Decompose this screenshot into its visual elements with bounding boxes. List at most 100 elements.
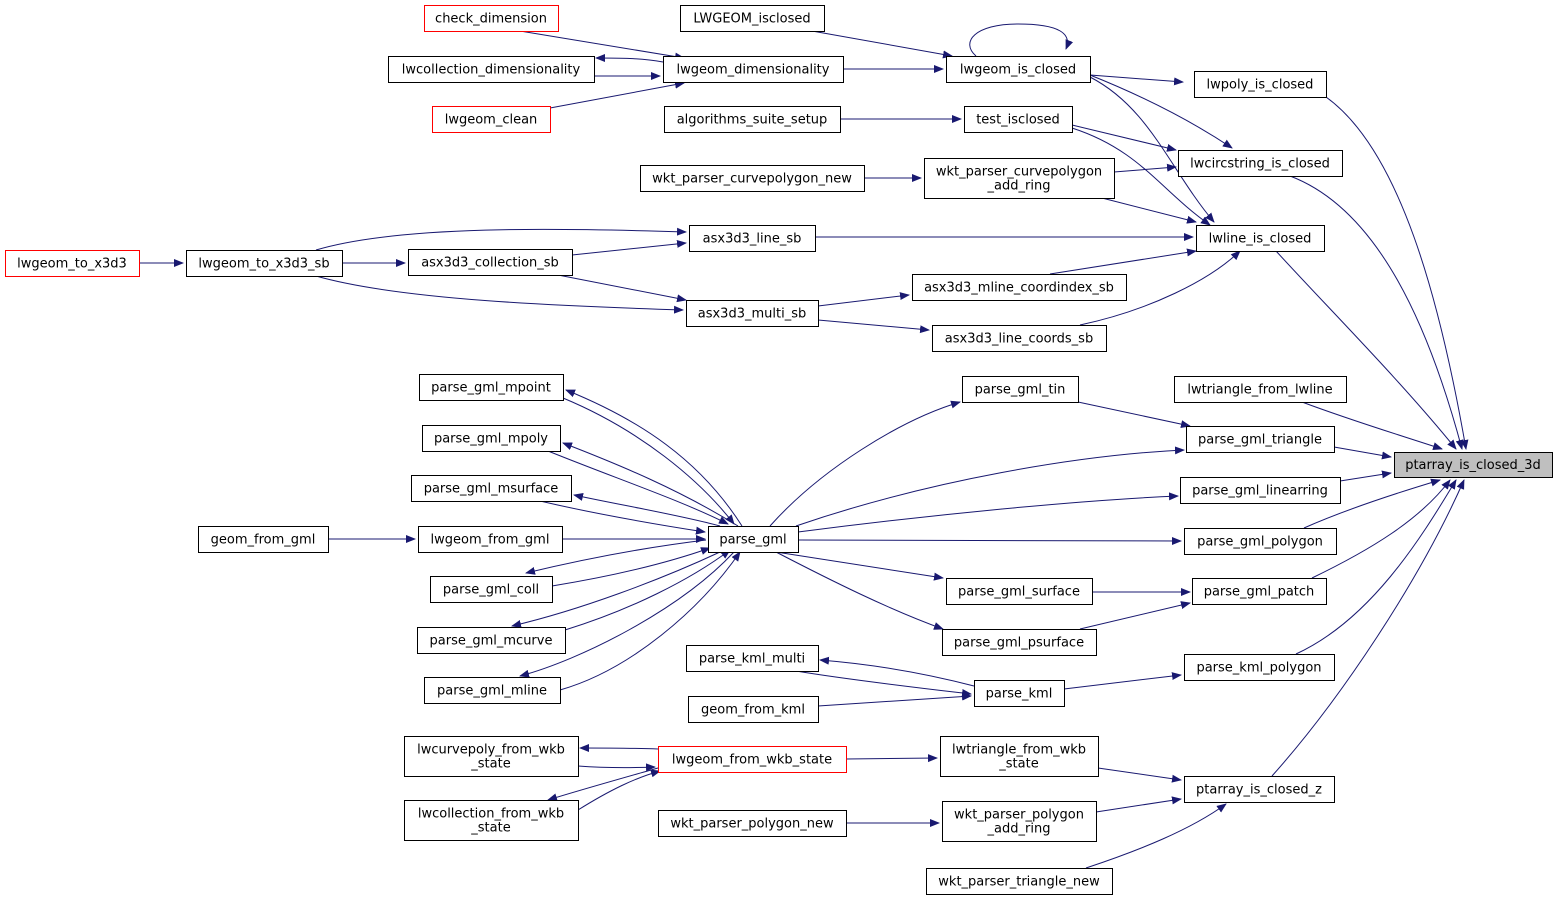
node-lwgeom_to_x3d3[interactable]: lwgeom_to_x3d3: [5, 250, 140, 277]
call-edge-parse_kml-to-parse_kml_polygon: [1063, 672, 1182, 690]
call-edge-parse_gml-to-parse_gml_tin: [769, 400, 961, 527]
node-parse_gml_mpoly[interactable]: parse_gml_mpoly: [422, 425, 561, 452]
call-edge-check_dimension-to-lwgeom_dimensionality: [519, 30, 685, 61]
node-parse_gml_mpoint[interactable]: parse_gml_mpoint: [419, 374, 564, 401]
node-asx3d3_collection_sb[interactable]: asx3d3_collection_sb: [408, 249, 573, 276]
node-ptarray_is_closed_3d[interactable]: ptarray_is_closed_3d: [1394, 452, 1553, 478]
node-lwgeom_dimensionality[interactable]: lwgeom_dimensionality: [663, 56, 844, 83]
node-label: parse_gml_polygon: [1197, 535, 1323, 550]
call-edge-lwcurvepoly_from_wkb_state-to-lwgeom_from_wkb_state: [577, 763, 656, 772]
node-wkt_parser_triangle_new[interactable]: wkt_parser_triangle_new: [926, 868, 1113, 895]
node-lwgeom_to_x3d3_sb[interactable]: lwgeom_to_x3d3_sb: [186, 250, 343, 277]
call-edge-parse_gml-to-parse_gml_mline: [519, 551, 735, 678]
node-label: asx3d3_mline_coordindex_sb: [924, 281, 1114, 296]
node-lwgeom_from_wkb_state[interactable]: lwgeom_from_wkb_state: [658, 746, 847, 773]
node-parse_gml_mcurve[interactable]: parse_gml_mcurve: [417, 627, 566, 654]
call-edge-lwtriangle_from_lwline-to-ptarray_is_closed_3d: [1301, 401, 1443, 451]
call-edge-test_isclosed-to-lwline_is_closed: [1071, 127, 1211, 226]
node-parse_gml_surface[interactable]: parse_gml_surface: [946, 578, 1093, 605]
node-label: _add_ring: [987, 822, 1051, 837]
node-lwgeom_is_closed[interactable]: lwgeom_is_closed: [946, 56, 1091, 83]
node-asx3d3_line_coords_sb[interactable]: asx3d3_line_coords_sb: [932, 325, 1107, 352]
call-edge-asx3d3_mline_coordindex_sb-to-lwline_is_closed: [1049, 248, 1197, 275]
node-parse_kml_multi[interactable]: parse_kml_multi: [686, 645, 819, 672]
call-edge-parse_gml_tin-to-parse_gml_triangle: [1077, 401, 1191, 429]
node-box: [912, 274, 1127, 301]
call-edge-lwgeom_to_x3d3_sb-to-asx3d3_line_sb: [315, 227, 687, 251]
node-label: parse_kml_multi: [699, 652, 805, 667]
node-label: _state: [998, 757, 1038, 772]
node-lwpoly_is_closed[interactable]: lwpoly_is_closed: [1194, 71, 1327, 98]
node-box: [417, 627, 566, 654]
node-lwgeom_from_gml[interactable]: lwgeom_from_gml: [418, 526, 563, 553]
node-test_isclosed[interactable]: test_isclosed: [964, 106, 1073, 133]
node-wkt_parser_polygon_add_ring[interactable]: wkt_parser_polygon_add_ring: [942, 801, 1097, 842]
node-lwgeom_clean[interactable]: lwgeom_clean: [432, 106, 551, 133]
node-label: _state: [470, 757, 510, 772]
node-LWGEOM_isclosed[interactable]: LWGEOM_isclosed: [680, 5, 825, 32]
node-label: asx3d3_multi_sb: [698, 307, 806, 322]
node-geom_from_gml[interactable]: geom_from_gml: [198, 526, 329, 553]
node-lwtriangle_from_wkb_state[interactable]: lwtriangle_from_wkb_state: [940, 736, 1099, 777]
call-edge-asx3d3_collection_sb-to-asx3d3_line_sb: [571, 239, 687, 256]
node-box: [411, 475, 572, 502]
node-parse_gml_mline[interactable]: parse_gml_mline: [424, 677, 561, 704]
call-edge-wkt_parser_curvepolygon_add_ring-to-lwcircstring_is_closed: [1113, 163, 1177, 173]
call-edge-parse_kml_multi-to-parse_kml: [795, 670, 972, 697]
call-edge-parse_gml_mline-to-parse_gml: [559, 551, 741, 691]
node-box: [1394, 452, 1553, 478]
node-lwtriangle_from_lwline[interactable]: lwtriangle_from_lwline: [1174, 376, 1347, 403]
node-ptarray_is_closed_z[interactable]: ptarray_is_closed_z: [1184, 776, 1335, 803]
node-lwcollection_dimensionality[interactable]: lwcollection_dimensionality: [388, 56, 595, 83]
node-label: lwgeom_from_gml: [431, 533, 550, 548]
node-label: asx3d3_line_coords_sb: [945, 332, 1093, 347]
node-parse_gml_tin[interactable]: parse_gml_tin: [962, 376, 1079, 403]
node-asx3d3_multi_sb[interactable]: asx3d3_multi_sb: [686, 300, 819, 327]
node-label: geom_from_kml: [701, 703, 805, 718]
node-label: parse_gml_linearring: [1192, 484, 1328, 499]
node-label: check_dimension: [435, 12, 547, 27]
node-parse_gml_polygon[interactable]: parse_gml_polygon: [1184, 528, 1337, 555]
node-label: ptarray_is_closed_z: [1196, 783, 1322, 798]
node-wkt_parser_curvepolygon_new[interactable]: wkt_parser_curvepolygon_new: [640, 165, 865, 192]
call-edge-parse_gml_mpoly-to-parse_gml: [547, 450, 729, 525]
node-parse_kml[interactable]: parse_kml: [974, 680, 1065, 707]
node-box: [926, 868, 1113, 895]
node-geom_from_kml[interactable]: geom_from_kml: [688, 696, 819, 723]
node-wkt_parser_curvepolygon_add_ring[interactable]: wkt_parser_curvepolygon_add_ring: [924, 158, 1115, 199]
call-edge-lwgeom_is_closed-to-lwline_is_closed: [1089, 76, 1215, 223]
node-label: lwcircstring_is_closed: [1190, 157, 1330, 172]
call-edge-LWGEOM_isclosed-to-lwgeom_is_closed: [811, 30, 953, 59]
node-parse_gml_coll[interactable]: parse_gml_coll: [430, 576, 553, 603]
node-label: lwline_is_closed: [1209, 232, 1312, 247]
node-label: parse_gml_msurface: [424, 482, 559, 497]
node-asx3d3_line_sb[interactable]: asx3d3_line_sb: [689, 225, 816, 252]
node-box: [658, 746, 847, 773]
node-box: [658, 810, 847, 837]
node-label: ptarray_is_closed_3d: [1405, 458, 1541, 473]
node-parse_gml_patch[interactable]: parse_gml_patch: [1192, 578, 1327, 605]
node-parse_gml_msurface[interactable]: parse_gml_msurface: [411, 475, 572, 502]
node-lwcurvepoly_from_wkb_state[interactable]: lwcurvepoly_from_wkb_state: [404, 736, 579, 777]
node-label: parse_gml_triangle: [1198, 433, 1322, 448]
call-edge-parse_gml-to-parse_gml_surface: [775, 551, 944, 581]
node-parse_kml_polygon[interactable]: parse_kml_polygon: [1184, 654, 1335, 681]
node-algorithms_suite_setup[interactable]: algorithms_suite_setup: [664, 106, 841, 133]
node-lwcircstring_is_closed[interactable]: lwcircstring_is_closed: [1178, 150, 1343, 177]
node-wkt_parser_polygon_new[interactable]: wkt_parser_polygon_new: [658, 810, 847, 837]
call-edge-parse_gml_patch-to-ptarray_is_closed_3d: [1311, 479, 1451, 579]
node-lwcollection_from_wkb_state[interactable]: lwcollection_from_wkb_state: [404, 800, 579, 841]
node-parse_gml_psurface[interactable]: parse_gml_psurface: [942, 629, 1097, 656]
node-lwline_is_closed[interactable]: lwline_is_closed: [1196, 225, 1325, 252]
call-edge-parse_gml-to-parse_gml_msurface: [573, 493, 721, 527]
call-edge-lwpoly_is_closed-to-ptarray_is_closed_3d: [1325, 96, 1469, 450]
node-asx3d3_mline_coordindex_sb[interactable]: asx3d3_mline_coordindex_sb: [912, 274, 1127, 301]
node-box: [940, 736, 1099, 777]
node-parse_gml[interactable]: parse_gml: [708, 526, 799, 553]
node-parse_gml_linearring[interactable]: parse_gml_linearring: [1180, 477, 1341, 504]
node-parse_gml_triangle[interactable]: parse_gml_triangle: [1186, 426, 1335, 453]
node-box: [964, 106, 1073, 133]
node-box: [932, 325, 1107, 352]
node-label: lwcollection_from_wkb: [418, 807, 564, 822]
node-check_dimension[interactable]: check_dimension: [424, 5, 559, 32]
